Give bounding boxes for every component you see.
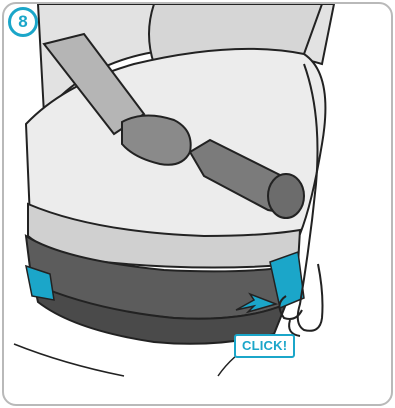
click-callout: CLICK!: [234, 334, 295, 358]
step-number-badge: 8: [8, 7, 38, 37]
car-seat-illustration: [4, 4, 393, 406]
belt-guide: [268, 174, 304, 218]
ground-line: [14, 338, 266, 376]
